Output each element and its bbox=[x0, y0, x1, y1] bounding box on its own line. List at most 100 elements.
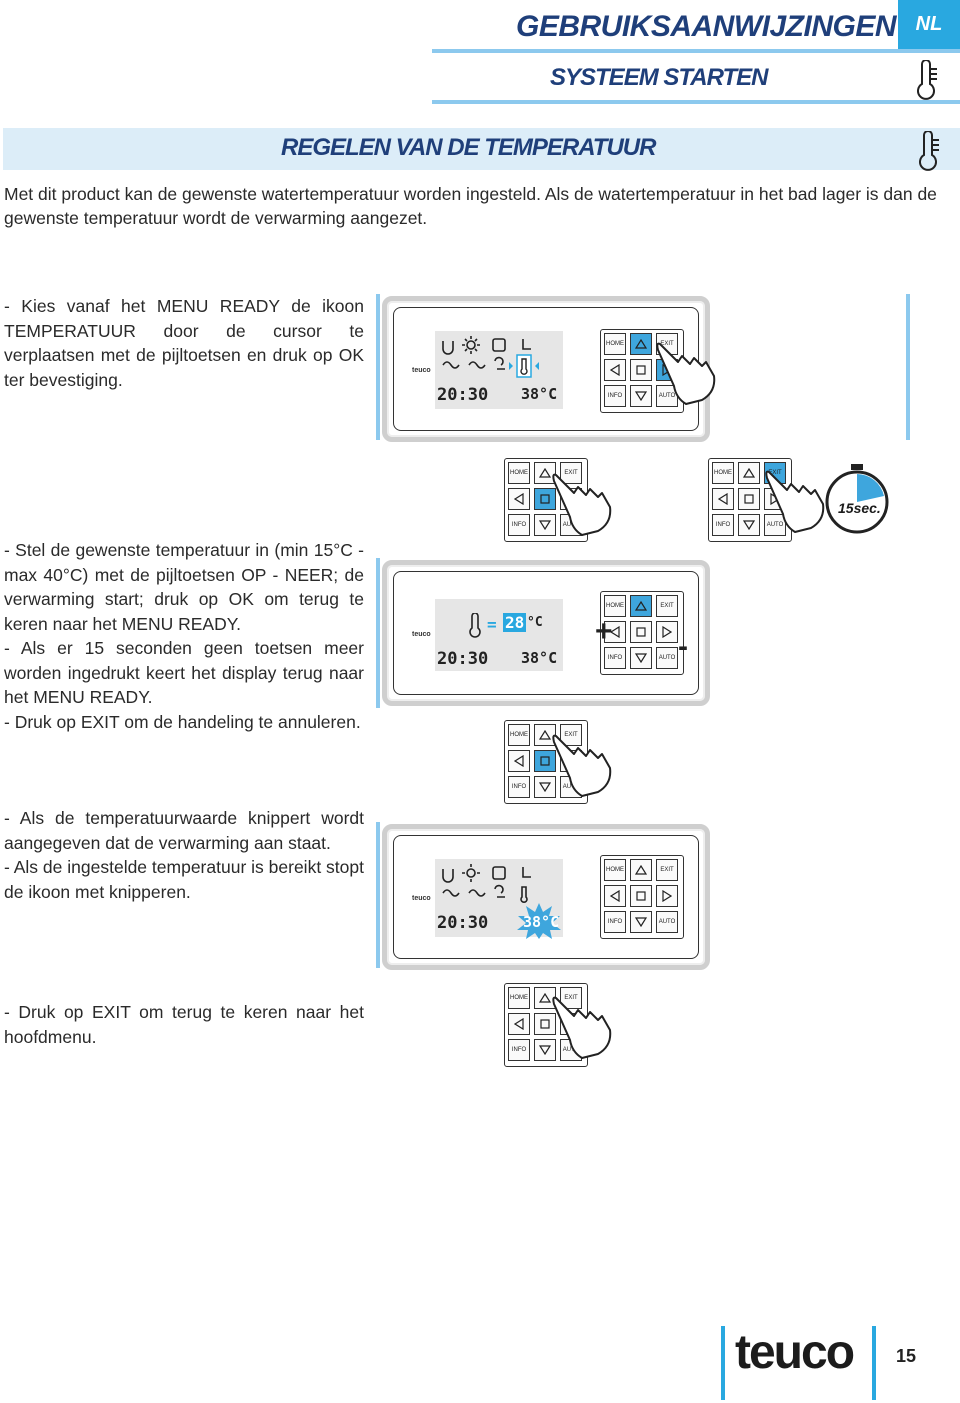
arrow-down-button[interactable] bbox=[630, 385, 652, 407]
info-button[interactable]: INFO bbox=[604, 385, 626, 407]
step-exit-text: - Druk op EXIT om terug te keren naar he… bbox=[4, 1000, 364, 1049]
home-button[interactable]: HOME bbox=[604, 595, 626, 617]
guide-line bbox=[376, 822, 380, 968]
panel-brand: teuco bbox=[412, 367, 431, 374]
keypad: HOME EXIT INFO AUTO bbox=[600, 855, 684, 939]
blink-burst-icon bbox=[517, 903, 561, 939]
arrow-down-button[interactable] bbox=[738, 514, 760, 536]
arrow-up-button[interactable] bbox=[630, 859, 652, 881]
arrow-up-button[interactable] bbox=[534, 462, 556, 484]
lcd-equals: = bbox=[487, 615, 497, 634]
language-badge: NL bbox=[898, 0, 960, 49]
hand-pointer-icon bbox=[765, 464, 829, 539]
info-button[interactable]: INFO bbox=[712, 514, 734, 536]
exit-button[interactable]: EXIT bbox=[560, 724, 582, 746]
guide-line bbox=[376, 558, 380, 708]
footer-bar-right bbox=[872, 1326, 876, 1400]
arrow-left-button[interactable] bbox=[604, 885, 626, 907]
ok-button[interactable] bbox=[534, 1013, 556, 1035]
ok-button[interactable] bbox=[630, 621, 652, 643]
exit-button[interactable]: EXIT bbox=[560, 462, 582, 484]
ok-button[interactable] bbox=[630, 885, 652, 907]
home-button[interactable]: HOME bbox=[508, 462, 530, 484]
home-button[interactable]: HOME bbox=[712, 462, 734, 484]
arrow-right-button[interactable] bbox=[656, 621, 678, 643]
page-number: 15 bbox=[896, 1346, 917, 1366]
arrow-left-button[interactable] bbox=[712, 488, 734, 510]
exit-button[interactable]: EXIT bbox=[656, 595, 678, 617]
step-text: - Als de temperatuurwaarde knippert word… bbox=[4, 808, 364, 853]
step-select-icon-text: - Kies vanaf het MENU READY de ikoon TEM… bbox=[4, 294, 364, 392]
step-text: - Kies vanaf het MENU READY de ikoon TEM… bbox=[4, 296, 364, 390]
arrow-up-button[interactable] bbox=[630, 595, 652, 617]
arrow-down-button[interactable] bbox=[534, 776, 556, 798]
arrow-down-button[interactable] bbox=[630, 647, 652, 669]
lcd-time: 20:30 bbox=[437, 649, 489, 669]
arrow-left-button[interactable] bbox=[508, 488, 530, 510]
arrow-up-button[interactable] bbox=[630, 333, 652, 355]
lcd-icons bbox=[442, 864, 531, 903]
auto-button[interactable]: AUTO bbox=[656, 911, 678, 933]
auto-button[interactable]: AUTO bbox=[764, 514, 786, 536]
home-button[interactable]: HOME bbox=[604, 333, 626, 355]
lcd-temperature: 38°C bbox=[521, 385, 558, 403]
lcd-display: = 28 °C 20:30 38°C bbox=[435, 599, 563, 671]
guide-line bbox=[376, 294, 380, 440]
hand-pointer-icon bbox=[656, 336, 720, 411]
home-button[interactable]: HOME bbox=[508, 987, 530, 1009]
subtitle-divider bbox=[432, 100, 960, 104]
info-button[interactable]: INFO bbox=[508, 514, 530, 536]
step-text: - Druk op EXIT om de handeling te annule… bbox=[4, 711, 361, 732]
ok-button[interactable] bbox=[738, 488, 760, 510]
intro-paragraph: Met dit product kan de gewenste watertem… bbox=[4, 184, 937, 228]
keypad: HOME EXIT INFO AUTO bbox=[600, 591, 684, 675]
section-title: REGELEN VAN DE TEMPERATUUR bbox=[281, 134, 656, 161]
thermometer-icon bbox=[469, 613, 481, 638]
step-text: - Als de ingestelde temperatuur is berei… bbox=[4, 857, 364, 902]
arrow-left-button[interactable] bbox=[604, 359, 626, 381]
exit-button[interactable]: EXIT bbox=[560, 987, 582, 1009]
arrow-up-button[interactable] bbox=[534, 724, 556, 746]
info-button[interactable]: INFO bbox=[604, 911, 626, 933]
arrow-up-button[interactable] bbox=[738, 462, 760, 484]
section-bar bbox=[3, 128, 960, 170]
arrow-down-button[interactable] bbox=[534, 1039, 556, 1061]
step-text: - Als er 15 seconden geen toetsen meer w… bbox=[4, 638, 364, 707]
lcd-temperature: 38°C bbox=[521, 649, 558, 667]
ok-button[interactable] bbox=[534, 750, 556, 772]
home-button[interactable]: HOME bbox=[508, 724, 530, 746]
step-text: - Druk op EXIT om terug te keren naar he… bbox=[4, 1002, 364, 1047]
arrow-left-button[interactable] bbox=[508, 1013, 530, 1035]
lcd-display: 20:30 38°C bbox=[435, 859, 563, 939]
header-divider bbox=[432, 49, 960, 53]
info-button[interactable]: INFO bbox=[508, 1039, 530, 1061]
ok-button[interactable] bbox=[534, 488, 556, 510]
page-header-title: GEBRUIKSAANWIJZINGEN bbox=[515, 10, 897, 43]
thermometer-icon bbox=[919, 131, 939, 171]
page-subtitle: SYSTEEM STARTEN bbox=[550, 64, 768, 91]
minus-sign: - bbox=[678, 630, 688, 663]
lcd-time: 20:30 bbox=[437, 385, 489, 405]
stopwatch-icon bbox=[825, 464, 889, 534]
panel-brand: teuco bbox=[412, 895, 431, 902]
step-heating-text: - Als de temperatuurwaarde knippert word… bbox=[4, 806, 364, 904]
footer-bar-left bbox=[721, 1326, 725, 1400]
info-button[interactable]: INFO bbox=[604, 647, 626, 669]
arrow-right-button[interactable] bbox=[656, 885, 678, 907]
guide-line bbox=[906, 294, 910, 440]
arrow-down-button[interactable] bbox=[534, 514, 556, 536]
ok-button[interactable] bbox=[630, 359, 652, 381]
timer-label: 15sec. bbox=[838, 500, 881, 516]
hand-pointer-icon bbox=[552, 728, 616, 803]
lcd-set-unit: °C bbox=[527, 615, 543, 630]
step-text: - Stel de gewenste temperatuur in (min 1… bbox=[4, 540, 364, 634]
auto-button[interactable]: AUTO bbox=[656, 647, 678, 669]
home-button[interactable]: HOME bbox=[604, 859, 626, 881]
arrow-down-button[interactable] bbox=[630, 911, 652, 933]
exit-button[interactable]: EXIT bbox=[656, 859, 678, 881]
arrow-left-button[interactable] bbox=[508, 750, 530, 772]
lcd-icons bbox=[442, 336, 539, 378]
arrow-left-button[interactable] bbox=[604, 621, 626, 643]
info-button[interactable]: INFO bbox=[508, 776, 530, 798]
